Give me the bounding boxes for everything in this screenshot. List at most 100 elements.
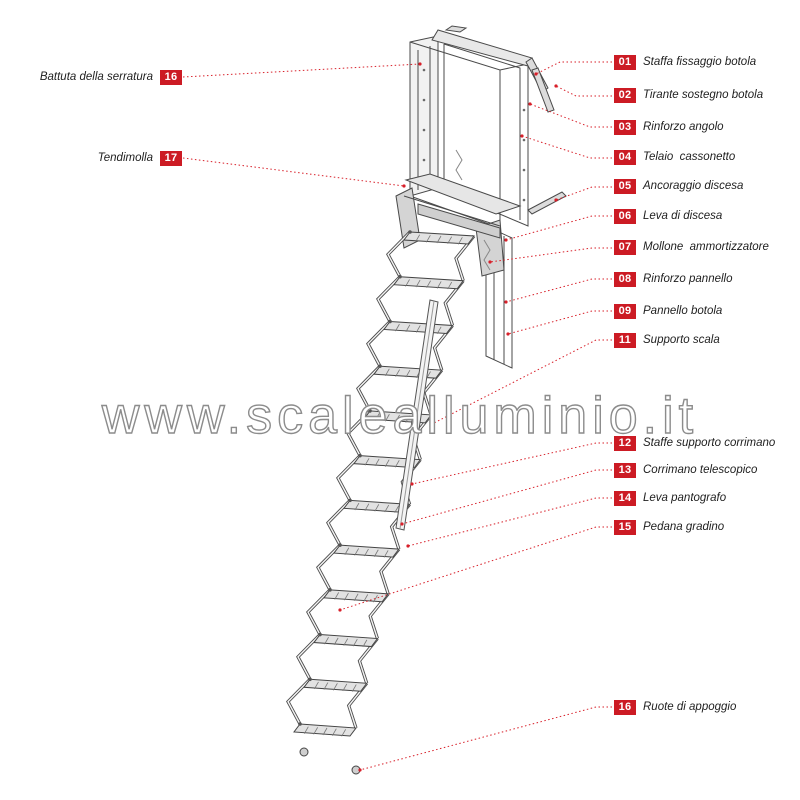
- step-tread: [293, 723, 357, 737]
- label-text: Rinforzo pannello: [643, 273, 733, 285]
- tread-rib: [436, 235, 442, 244]
- label-text: Ancoraggio discesa: [643, 180, 744, 192]
- handrail: [395, 299, 439, 531]
- label-text: Telaio cassonetto: [643, 151, 736, 163]
- watermark-label: www.scalealluminio.it: [101, 386, 699, 445]
- label-staffe-corrimano: 12 Staffe supporto corrimano: [614, 435, 775, 451]
- pivot-pin: [388, 319, 392, 324]
- scissor-link-left-inner: [307, 589, 331, 635]
- label-number: 08: [614, 271, 636, 287]
- tread-rib: [447, 281, 453, 290]
- tread-rib: [364, 548, 369, 557]
- scissor-link-left-inner: [317, 544, 341, 591]
- pivot-pin: [358, 453, 362, 458]
- label-text: Staffa fissaggio botola: [643, 56, 757, 68]
- label-text: Mollone ammortizzatore: [643, 241, 769, 253]
- step-tread: [403, 231, 475, 245]
- tread-rib: [374, 504, 380, 512]
- label-leva-pantografo: 14 Leva pantografo: [614, 490, 726, 506]
- label-text: Staffe supporto corrimano: [643, 437, 776, 449]
- label-number: 04: [614, 149, 636, 165]
- tread-rib: [324, 637, 329, 645]
- tread-rib: [436, 326, 442, 334]
- label-number: 06: [614, 208, 636, 224]
- tread-rib: [415, 279, 421, 288]
- label-number: 14: [614, 490, 636, 506]
- tread-rib: [405, 369, 411, 378]
- pivot-pin: [348, 498, 352, 503]
- tread-rib: [425, 235, 431, 243]
- label-pannello-botola: 09 Pannello botola: [614, 303, 722, 319]
- pivot-pin: [368, 409, 372, 413]
- step-tread: [333, 544, 400, 558]
- foot-wheels: [299, 747, 361, 775]
- label-pedana-gradino: 15 Pedana gradino: [614, 519, 724, 535]
- tread-rib: [303, 726, 309, 734]
- tread-rib: [405, 324, 411, 332]
- pivot-pin: [408, 230, 412, 234]
- tread-rib: [374, 458, 380, 467]
- tread-rib: [384, 459, 390, 467]
- label-ancoraggio-discesa: 05 Ancoraggio discesa: [614, 178, 743, 194]
- tread-rib: [352, 639, 358, 647]
- scissor-link-left-inner: [357, 365, 381, 412]
- tread-rib: [384, 368, 390, 377]
- label-number: 13: [614, 462, 636, 478]
- label-number: 12: [614, 435, 636, 451]
- step-tread: [323, 589, 390, 603]
- leader-lines: [182, 61, 612, 772]
- scissor-ladder: [286, 230, 476, 737]
- label-leva-discesa: 06 Leva di discesa: [614, 208, 722, 224]
- side-brace: [444, 25, 567, 215]
- step-tread: [303, 678, 368, 692]
- label-text: Pannello botola: [643, 305, 723, 317]
- tread-rib: [342, 683, 348, 692]
- label-text: Battuta della serratura: [39, 71, 153, 83]
- tread-rib: [314, 681, 319, 690]
- step-tread: [373, 365, 443, 379]
- label-battuta-serratura: 16 Battuta della serratura: [40, 69, 182, 85]
- pivot-pin: [398, 274, 402, 279]
- label-corrimano-telescopico: 13 Corrimano telescopico: [614, 462, 757, 478]
- tread-rib: [363, 594, 369, 602]
- label-text: Tendimolla: [97, 152, 153, 164]
- tread-rib: [395, 369, 400, 377]
- step-tread: [383, 320, 454, 334]
- label-rinforzo-pannello: 08 Rinforzo pannello: [614, 271, 733, 287]
- label-tendimolla: 17 Tendimolla: [98, 150, 182, 166]
- pivot-pin: [338, 543, 342, 547]
- tread-rib: [447, 236, 453, 244]
- tread-rib: [341, 729, 347, 737]
- tread-rib: [373, 549, 379, 557]
- tread-rib: [394, 460, 400, 468]
- pivot-pin: [298, 722, 302, 726]
- tread-rib: [364, 503, 370, 511]
- tread-rib: [313, 727, 319, 735]
- tread-rib: [344, 592, 349, 601]
- label-number: 16: [160, 69, 182, 85]
- hatch-frame: [409, 29, 533, 229]
- label-text: Rinforzo angolo: [643, 121, 724, 133]
- scissor-link-left-inner: [297, 634, 321, 680]
- watermark-text: www.scalealluminio.it: [0, 386, 800, 446]
- label-rinforzo-angolo: 03 Rinforzo angolo: [614, 119, 724, 135]
- tread-rib: [344, 547, 350, 555]
- scissor-link-left-inner: [287, 678, 311, 725]
- scissor-link-left-inner: [367, 320, 391, 367]
- step-tread: [393, 276, 465, 290]
- tread-rib: [322, 727, 328, 736]
- tread-rib: [333, 683, 338, 691]
- tread-rib: [457, 237, 463, 245]
- label-tirante-sostegno: 02 Tirante sostegno botola: [614, 87, 763, 103]
- label-text: Tirante sostegno botola: [643, 89, 764, 101]
- label-text: Supporto scala: [643, 334, 720, 346]
- tread-rib: [394, 505, 400, 513]
- label-text: Leva pantografo: [643, 492, 727, 504]
- label-text: Pedana gradino: [643, 521, 725, 533]
- label-number: 01: [614, 54, 636, 70]
- scissor-link-left-inner: [327, 499, 351, 546]
- label-number: 17: [160, 150, 182, 166]
- tread-rib: [334, 592, 340, 600]
